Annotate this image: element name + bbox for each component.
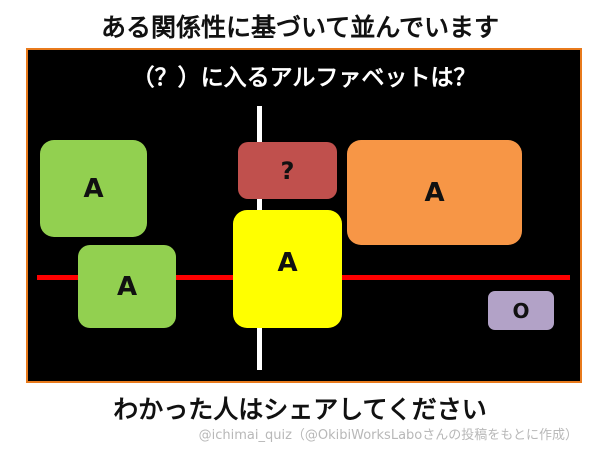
box-label: O [512,298,530,323]
credit-text: @ichimai_quiz（@OkibiWorksLaboさんの投稿をもとに作成… [198,428,578,443]
box-label: A [116,271,138,302]
box-question-mark: ? [238,142,337,199]
page-title: ある関係性に基づいて並んでいます [100,13,499,42]
box-label: ? [280,156,295,185]
box-green-top: A [40,140,147,237]
box-yellow: A [233,210,342,328]
puzzle-panel: （？）に入るアルファベットは？ A A ? A A O [26,48,582,383]
box-label: A [277,248,298,278]
box-purple: O [488,291,554,330]
box-label: A [83,173,104,204]
share-prompt: わかった人はシェアしてください [113,395,487,424]
box-orange: A [347,140,522,245]
box-green-bottom: A [78,245,176,328]
puzzle-question: （？）に入るアルファベットは？ [131,65,477,91]
box-label: A [424,177,445,208]
